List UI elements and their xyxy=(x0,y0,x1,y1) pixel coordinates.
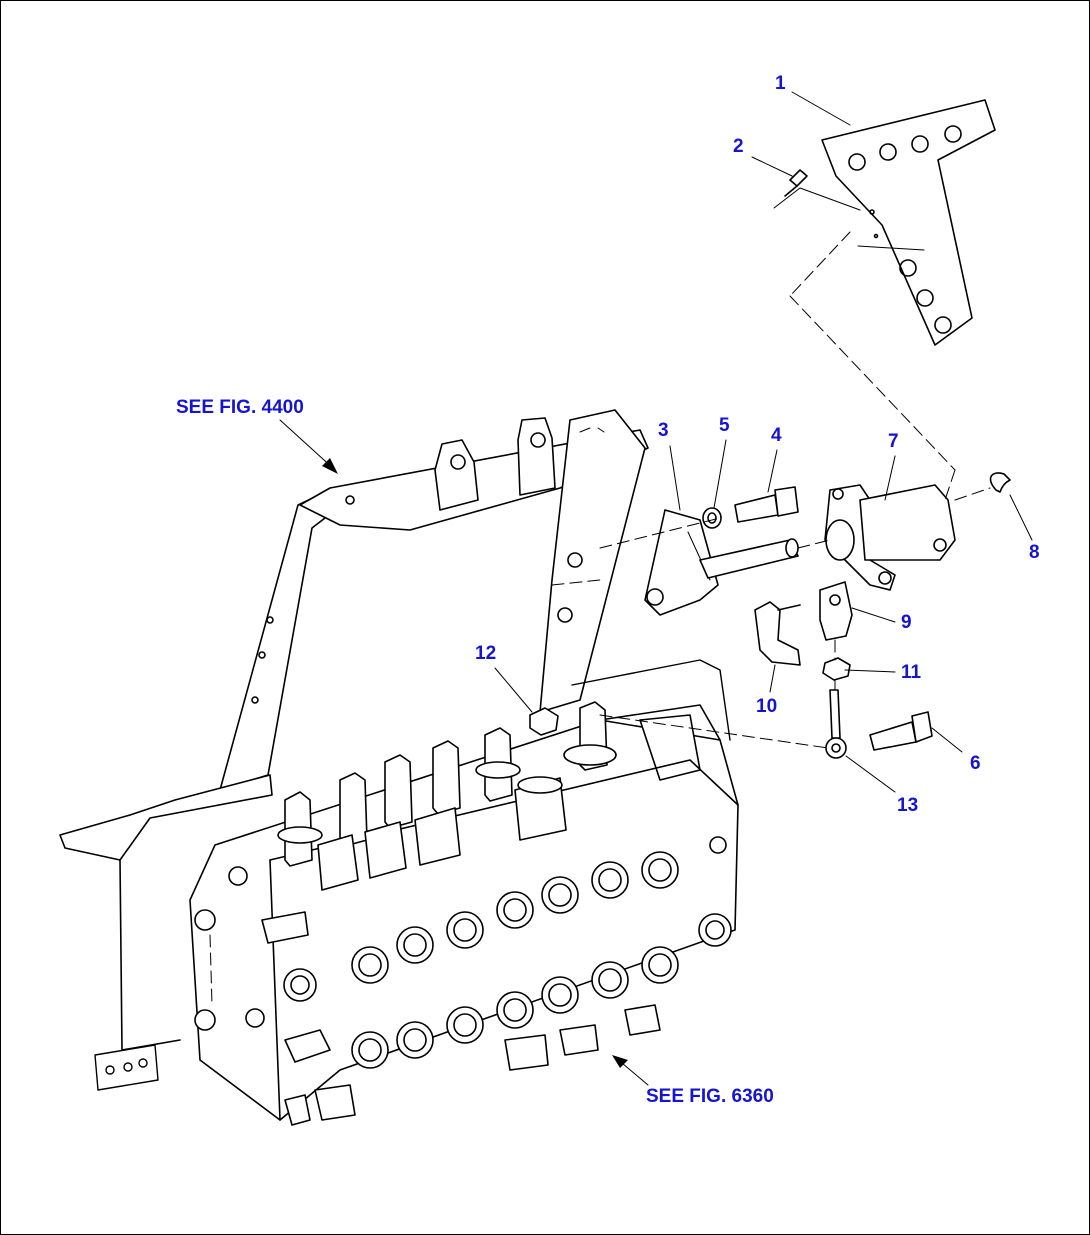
callout-1: 1 xyxy=(775,73,786,94)
callout-7: 7 xyxy=(888,431,899,452)
leader-lines xyxy=(279,91,1033,1086)
part-6-bolt xyxy=(869,711,933,751)
part-5-washer xyxy=(702,507,722,529)
reference-fig-4400: SEE FIG. 4400 xyxy=(176,397,304,418)
part-8-snap-ring xyxy=(989,472,1011,493)
callout-4: 4 xyxy=(771,425,782,446)
support-frame xyxy=(59,409,649,1051)
part-9-clevis xyxy=(819,581,853,641)
support-line xyxy=(571,659,731,741)
callout-11: 11 xyxy=(901,662,922,683)
part-12-nut xyxy=(529,707,559,736)
part-11-nut xyxy=(822,657,851,681)
control-valve-block xyxy=(189,701,739,1126)
part-7-shaft-housing xyxy=(824,484,956,591)
part-2-screw xyxy=(784,169,808,197)
part-10-bracket xyxy=(754,601,801,666)
reference-plate xyxy=(94,1044,159,1091)
callout-9: 9 xyxy=(901,612,912,633)
phantom-lines xyxy=(209,231,991,1006)
part-3-lever xyxy=(644,509,799,616)
callout-2: 2 xyxy=(733,136,744,157)
callout-5: 5 xyxy=(719,415,730,436)
part-4-bolt xyxy=(734,486,799,523)
reference-fig-6360: SEE FIG. 6360 xyxy=(646,1086,774,1107)
callout-12: 12 xyxy=(475,643,497,664)
part-1-plate xyxy=(821,99,996,346)
callout-13: 13 xyxy=(897,795,919,816)
callout-3: 3 xyxy=(658,420,669,441)
callout-10: 10 xyxy=(756,696,778,717)
callout-6: 6 xyxy=(970,753,981,774)
callout-8: 8 xyxy=(1029,542,1040,563)
part-13-rod-end xyxy=(825,689,847,759)
